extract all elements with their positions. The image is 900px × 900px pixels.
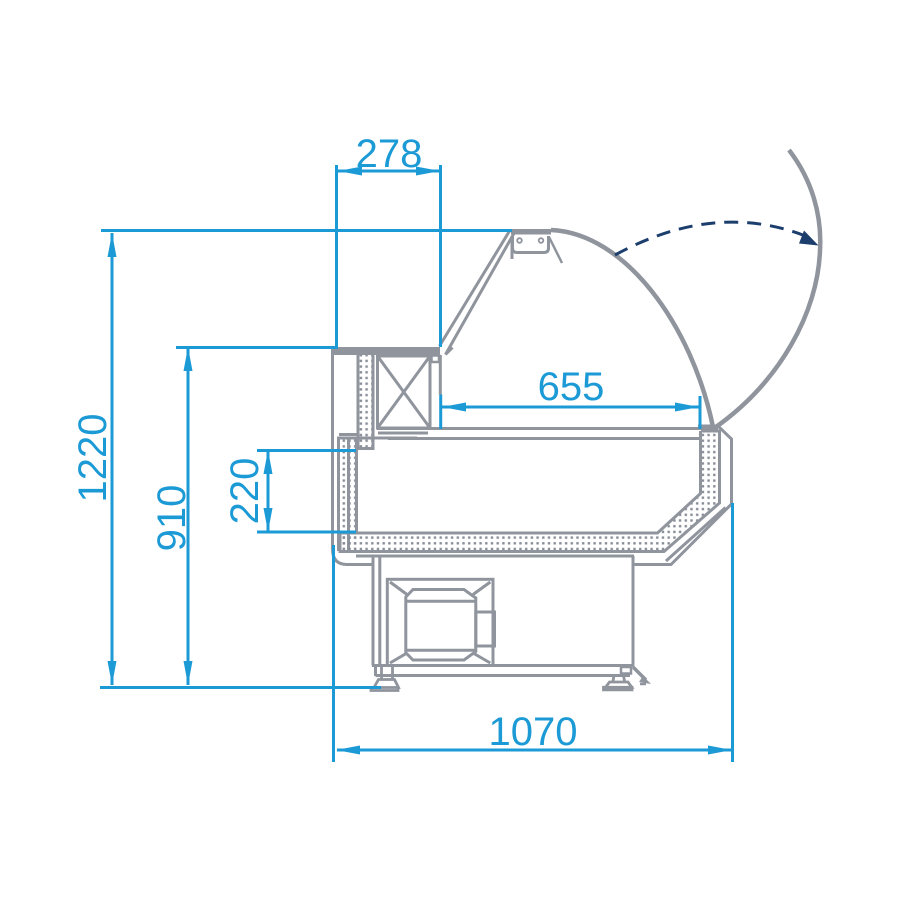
- svg-text:910: 910: [150, 485, 194, 552]
- svg-text:278: 278: [356, 132, 423, 176]
- svg-text:1220: 1220: [71, 414, 115, 503]
- svg-text:1070: 1070: [489, 710, 578, 754]
- svg-text:655: 655: [538, 365, 605, 409]
- svg-text:220: 220: [223, 458, 267, 525]
